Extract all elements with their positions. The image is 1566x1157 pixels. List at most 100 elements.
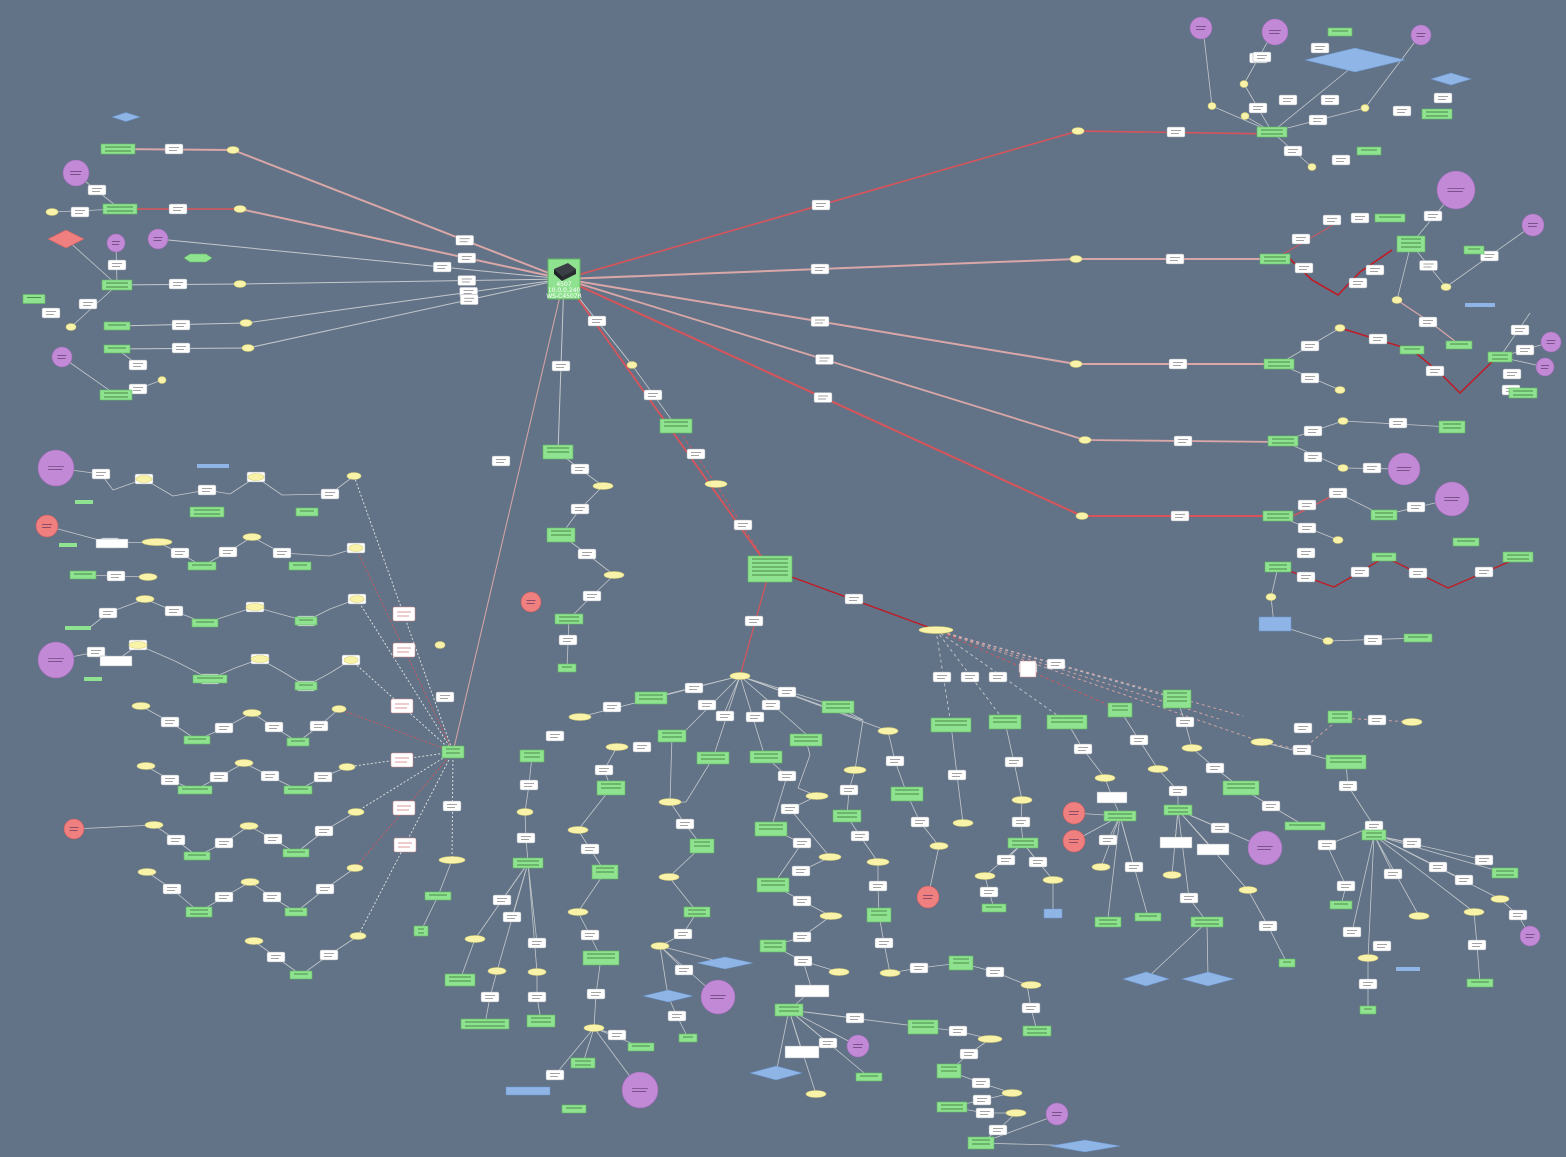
switch-node-box[interactable] — [832, 809, 862, 823]
switch-node-box[interactable] — [512, 857, 544, 869]
hub-node[interactable] — [603, 571, 625, 579]
hub-node[interactable] — [1181, 744, 1203, 752]
switch-node[interactable] — [1267, 435, 1299, 447]
switch-node[interactable] — [444, 973, 476, 987]
host-node[interactable] — [1189, 16, 1213, 40]
hub-node[interactable] — [349, 932, 367, 940]
switch-node-box[interactable] — [102, 203, 138, 215]
switch-node[interactable] — [890, 786, 924, 802]
switch-node-box[interactable] — [1103, 810, 1137, 822]
switch-node[interactable] — [749, 750, 783, 764]
hub-node[interactable] — [1337, 464, 1349, 472]
switch-node[interactable] — [103, 321, 131, 331]
switch-node[interactable] — [1445, 340, 1473, 350]
switch-node[interactable] — [683, 906, 711, 918]
hub-node[interactable] — [1334, 324, 1346, 332]
switch-node[interactable] — [1329, 900, 1353, 910]
switch-node-box[interactable] — [183, 735, 211, 745]
hub-node[interactable] — [828, 968, 850, 976]
switch-node-box[interactable] — [177, 785, 213, 795]
switch-node[interactable] — [1264, 561, 1292, 573]
hub-node[interactable] — [650, 942, 670, 950]
alert-node-circle[interactable] — [1062, 801, 1086, 825]
switch-node-box[interactable] — [1359, 1005, 1377, 1015]
hub-node[interactable] — [239, 319, 253, 327]
switch-node[interactable] — [855, 1072, 883, 1082]
switch-node-box[interactable] — [1259, 253, 1291, 265]
switch-node-box[interactable] — [1278, 958, 1296, 968]
hub-node[interactable] — [1490, 895, 1510, 903]
switch-node[interactable] — [424, 891, 452, 901]
switch-node[interactable] — [634, 691, 668, 705]
switch-node-box[interactable] — [1327, 710, 1353, 724]
hub-node[interactable] — [805, 792, 829, 800]
switch-node[interactable] — [99, 389, 133, 401]
switch-node-box[interactable] — [1256, 126, 1288, 138]
hub-node[interactable] — [331, 705, 347, 713]
switch-node-box[interactable] — [1094, 916, 1122, 928]
switch-node[interactable] — [1371, 552, 1397, 562]
hub-node[interactable] — [250, 655, 270, 663]
hub-node[interactable] — [144, 821, 164, 829]
hub-node[interactable] — [1001, 1089, 1023, 1097]
switch-node[interactable] — [659, 418, 693, 434]
switch-node[interactable] — [696, 751, 730, 765]
alert-node-circle[interactable] — [916, 885, 940, 909]
hub-node[interactable] — [592, 482, 614, 490]
hub-node[interactable] — [135, 475, 153, 483]
hub-node[interactable] — [242, 709, 262, 717]
host-node-circle[interactable] — [1535, 357, 1555, 377]
hub-node[interactable] — [1250, 738, 1274, 746]
switch-node-box[interactable] — [22, 294, 46, 304]
access-point-node[interactable] — [1049, 1139, 1121, 1153]
switch-node-box[interactable] — [189, 506, 225, 518]
alert-node[interactable] — [520, 591, 542, 613]
switch-node-box[interactable] — [1421, 108, 1453, 120]
switch-node[interactable] — [570, 1057, 596, 1069]
switch-node-box[interactable] — [774, 1003, 804, 1017]
switch-node-box[interactable] — [1370, 509, 1398, 521]
switch-node-box[interactable] — [1022, 1025, 1052, 1037]
hub-node[interactable] — [1360, 104, 1370, 112]
host-node[interactable] — [846, 1034, 870, 1058]
hub-node[interactable] — [1408, 912, 1430, 920]
hub-node[interactable] — [464, 935, 486, 943]
switch-node[interactable] — [59, 543, 77, 547]
hub-node[interactable] — [1207, 102, 1217, 110]
switch-node-box[interactable] — [789, 733, 823, 747]
switch-node[interactable] — [69, 570, 97, 580]
switch-node[interactable] — [1222, 780, 1260, 796]
access-point-node[interactable] — [111, 112, 141, 122]
switch-node-box[interactable] — [1502, 551, 1534, 563]
switch-node-box[interactable] — [185, 906, 213, 918]
switch-node[interactable] — [596, 780, 626, 796]
host-node[interactable] — [1261, 18, 1289, 46]
switch-node-box[interactable] — [282, 848, 310, 858]
switch-node-box[interactable] — [1163, 804, 1193, 816]
switch-node[interactable] — [1374, 213, 1406, 223]
switch-node[interactable] — [413, 925, 429, 937]
hub-node[interactable] — [583, 1024, 605, 1032]
hub-node[interactable] — [434, 641, 446, 649]
access-point-node[interactable] — [505, 1086, 551, 1096]
host-node-circle[interactable] — [106, 233, 126, 253]
hub-node[interactable] — [241, 344, 255, 352]
hub-node[interactable] — [138, 573, 158, 581]
switch-node[interactable] — [678, 1033, 698, 1043]
switch-node[interactable] — [65, 626, 91, 630]
switch-node-box[interactable] — [441, 745, 465, 759]
hub-node[interactable] — [626, 361, 638, 369]
switch-node-box[interactable] — [295, 507, 319, 517]
access-point-node[interactable] — [1258, 616, 1292, 632]
hub-node[interactable] — [346, 864, 364, 872]
switch-node-box[interactable] — [1356, 146, 1382, 156]
hub-node[interactable] — [1011, 796, 1033, 804]
switch-node[interactable] — [100, 143, 136, 155]
hub-node[interactable] — [1075, 512, 1089, 520]
host-node[interactable] — [106, 233, 126, 253]
access-point-node[interactable] — [642, 989, 694, 1003]
alert-node[interactable] — [63, 818, 85, 840]
host-node[interactable] — [51, 346, 73, 368]
hub-node[interactable] — [1042, 876, 1064, 884]
hub-node[interactable] — [1078, 436, 1092, 444]
